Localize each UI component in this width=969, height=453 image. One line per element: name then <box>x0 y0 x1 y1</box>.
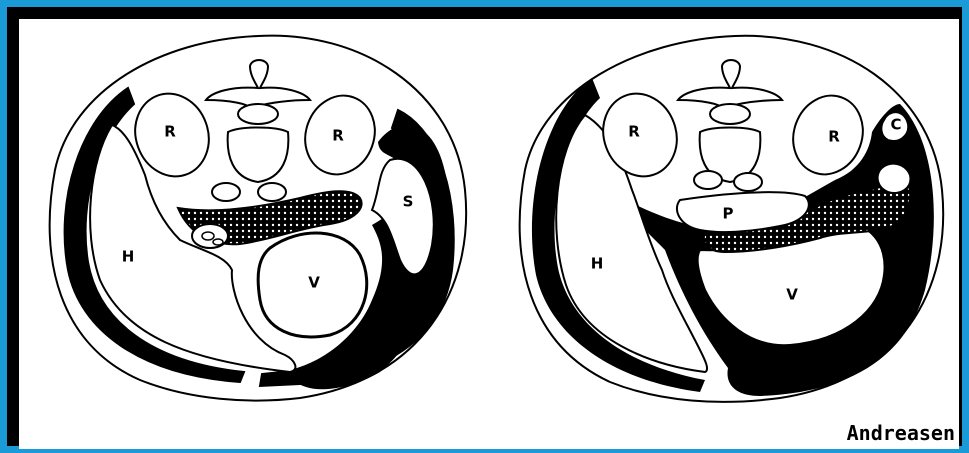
right-label-P: P <box>723 205 734 223</box>
right-label-H: H <box>591 255 604 273</box>
left-label-H: H <box>122 248 135 266</box>
left-small-node-a <box>212 183 240 201</box>
left-small-vessel-inner <box>202 232 214 240</box>
left-vertebra-arch <box>238 104 278 124</box>
right-label-V: V <box>786 286 798 304</box>
right-label-C: C <box>890 116 901 134</box>
left-label-S: S <box>403 193 414 211</box>
left-cross-section: R R S H V <box>50 36 467 401</box>
left-label-V: V <box>308 274 320 292</box>
right-label-R2: R <box>828 128 840 146</box>
left-small-node-b <box>258 183 286 201</box>
author-credit: Andreasen <box>847 421 955 445</box>
right-cross-section: R R C P H V <box>520 36 944 402</box>
right-vertebra-arch <box>710 104 750 124</box>
left-label-R1: R <box>164 123 176 141</box>
right-small-blob <box>878 164 911 193</box>
right-small-node-a <box>694 171 722 189</box>
right-small-node-b <box>734 173 762 191</box>
left-label-R2: R <box>332 127 344 145</box>
right-label-R1: R <box>628 123 640 141</box>
left-small-vessel-inner-2 <box>213 239 223 245</box>
